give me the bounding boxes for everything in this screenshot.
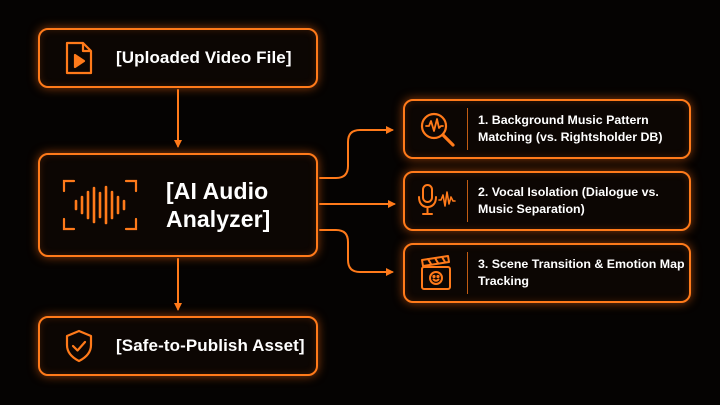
feature-divider [467,108,468,150]
feature-divider [467,252,468,294]
waveform-magnifier-icon [417,110,457,148]
arrow-analyzer-to-feature-1 [319,126,394,179]
microphone-wave-icon [417,182,457,220]
arrow-analyzer-to-feature-3 [319,229,394,276]
feature-vocal-isolation: 2. Vocal Isolation (Dialogue vs. Music S… [403,171,691,231]
node-uploaded-video: [Uploaded Video File] [38,28,318,88]
clapperboard-smiley-icon [417,254,457,292]
feature-scene-emotion-tracking: 3. Scene Transition & Emotion Map Tracki… [403,243,691,303]
shield-check-icon [64,329,94,363]
node-ai-audio-analyzer-label: [AI Audio Analyzer] [166,178,271,232]
video-file-icon [64,41,94,75]
audio-waveform-icon [62,179,138,231]
feature-1-label: 1. Background Music Pattern Matching (vs… [478,113,663,144]
feature-2-label: 2. Vocal Isolation (Dialogue vs. Music S… [478,185,659,216]
node-uploaded-video-label: [Uploaded Video File] [116,48,292,67]
feature-divider [467,180,468,222]
node-safe-to-publish-label: [Safe-to-Publish Asset] [116,336,305,355]
feature-music-pattern-matching: 1. Background Music Pattern Matching (vs… [403,99,691,159]
node-safe-to-publish: [Safe-to-Publish Asset] [38,316,318,376]
feature-3-label: 3. Scene Transition & Emotion Map Tracki… [478,257,685,288]
node-ai-audio-analyzer: [AI Audio Analyzer] [38,153,318,257]
